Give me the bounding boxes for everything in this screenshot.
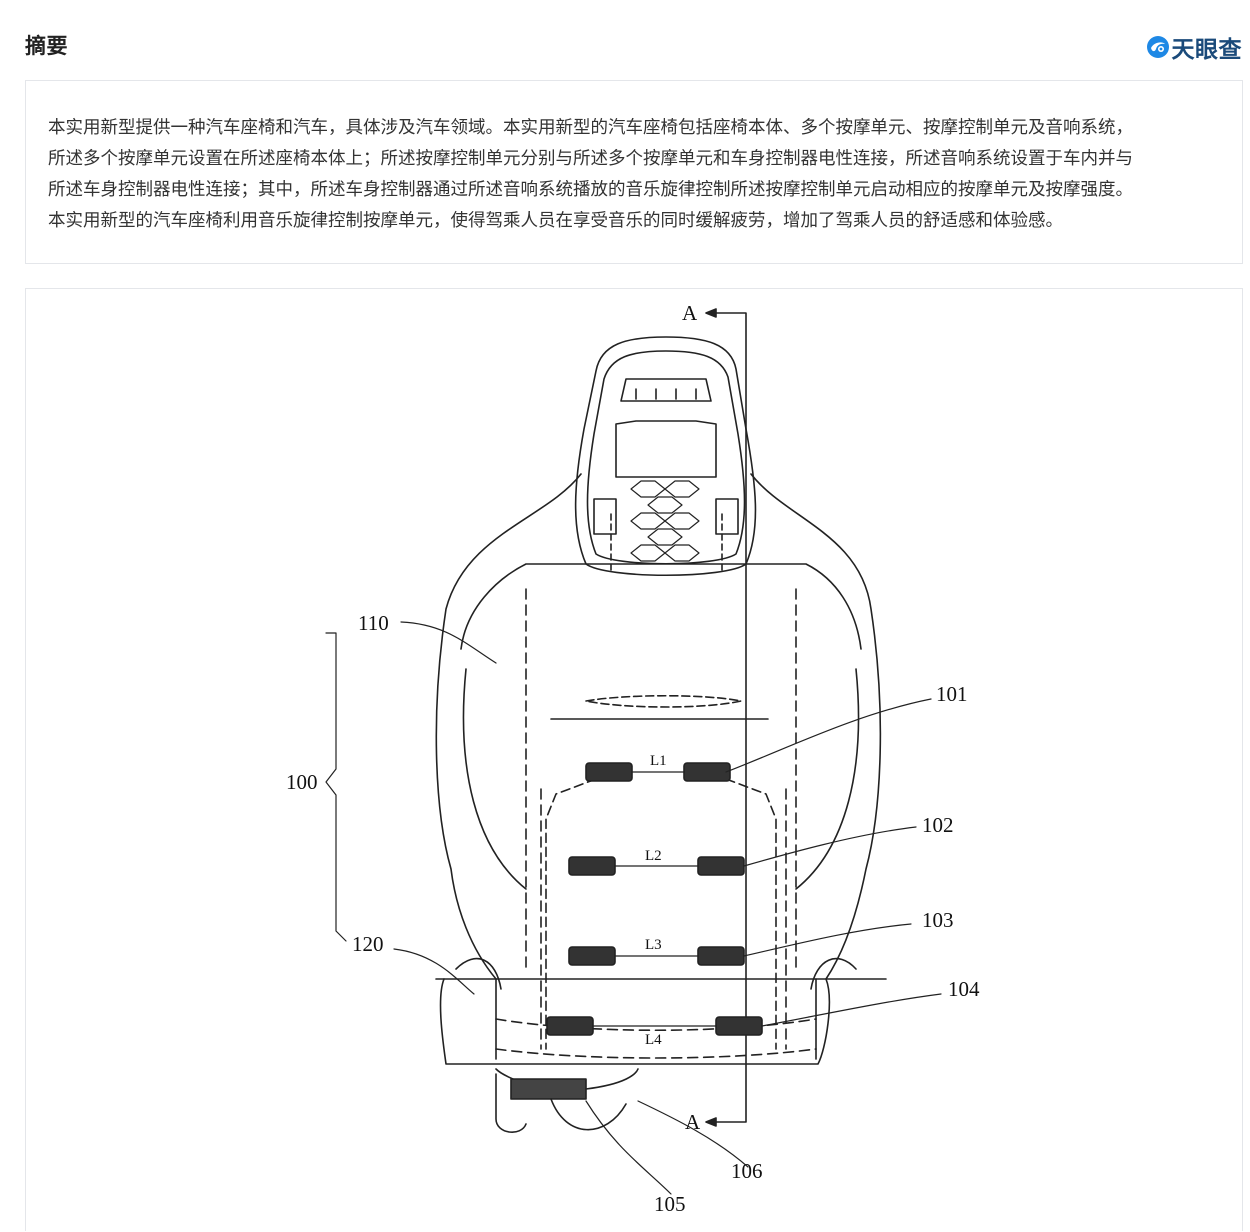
massage-units	[546, 762, 763, 1036]
ref-label-103: 103	[922, 908, 954, 932]
seat-drawing: A A 110 100 120 101 102 103 104 105 106 …	[286, 301, 980, 1216]
dim-label-l1: L1	[650, 753, 667, 769]
abstract-line: 本实用新型的汽车座椅利用音乐旋律控制按摩单元，使得驾乘人员在享受音乐的同时缓解疲…	[48, 211, 1063, 231]
ref-label-101: 101	[936, 682, 968, 706]
ref-label-100: 100	[286, 770, 318, 794]
abstract-line: 所述车身控制器电性连接；其中，所述车身控制器通过所述音响系统播放的音乐旋律控制所…	[48, 180, 1133, 200]
ref-label-120: 120	[352, 932, 384, 956]
backrest-110	[435, 473, 882, 1050]
section-label-bottom: A	[685, 1110, 701, 1134]
cushion-120	[435, 957, 887, 1065]
figure-labels: A A 110 100 120 101 102 103 104 105 106 …	[286, 301, 980, 1216]
leader-lines	[325, 621, 942, 1195]
base-assembly	[495, 1068, 639, 1133]
abstract-box: 本实用新型提供一种汽车座椅和汽车，具体涉及汽车领域。本实用新型的汽车座椅包括座椅…	[25, 80, 1243, 264]
brand[interactable]: 天眼查	[1146, 30, 1243, 64]
section-line-aa	[705, 308, 747, 1127]
ref-label-110: 110	[358, 611, 389, 635]
dim-label-l4: L4	[645, 1032, 662, 1048]
dim-label-l3: L3	[645, 937, 662, 953]
abstract-line: 所述多个按摩单元设置在所述座椅本体上；所述按摩控制单元分别与所述多个按摩单元和车…	[48, 149, 1133, 169]
section-label-top: A	[682, 301, 698, 325]
ref-label-102: 102	[922, 813, 954, 837]
ref-label-105: 105	[654, 1192, 686, 1216]
tianyancha-logo-icon	[1146, 35, 1170, 59]
abstract-header: 摘要 天眼查	[0, 0, 1250, 80]
abstract-line: 本实用新型提供一种汽车座椅和汽车，具体涉及汽车领域。本实用新型的汽车座椅包括座椅…	[48, 118, 1133, 138]
headrest	[574, 336, 757, 577]
patent-figure-box: A A 110 100 120 101 102 103 104 105 106 …	[25, 288, 1243, 1231]
massage-harness	[545, 778, 777, 1050]
section-title: 摘要	[25, 34, 68, 58]
brand-name: 天眼查	[1171, 37, 1242, 63]
dim-label-l2: L2	[645, 848, 662, 864]
ref-label-106: 106	[731, 1159, 763, 1183]
headrest-mesh	[630, 480, 700, 562]
abstract-text: 本实用新型提供一种汽车座椅和汽车，具体涉及汽车领域。本实用新型的汽车座椅包括座椅…	[48, 113, 1228, 237]
ref-label-104: 104	[948, 977, 980, 1001]
dimension-lines	[592, 771, 717, 1027]
